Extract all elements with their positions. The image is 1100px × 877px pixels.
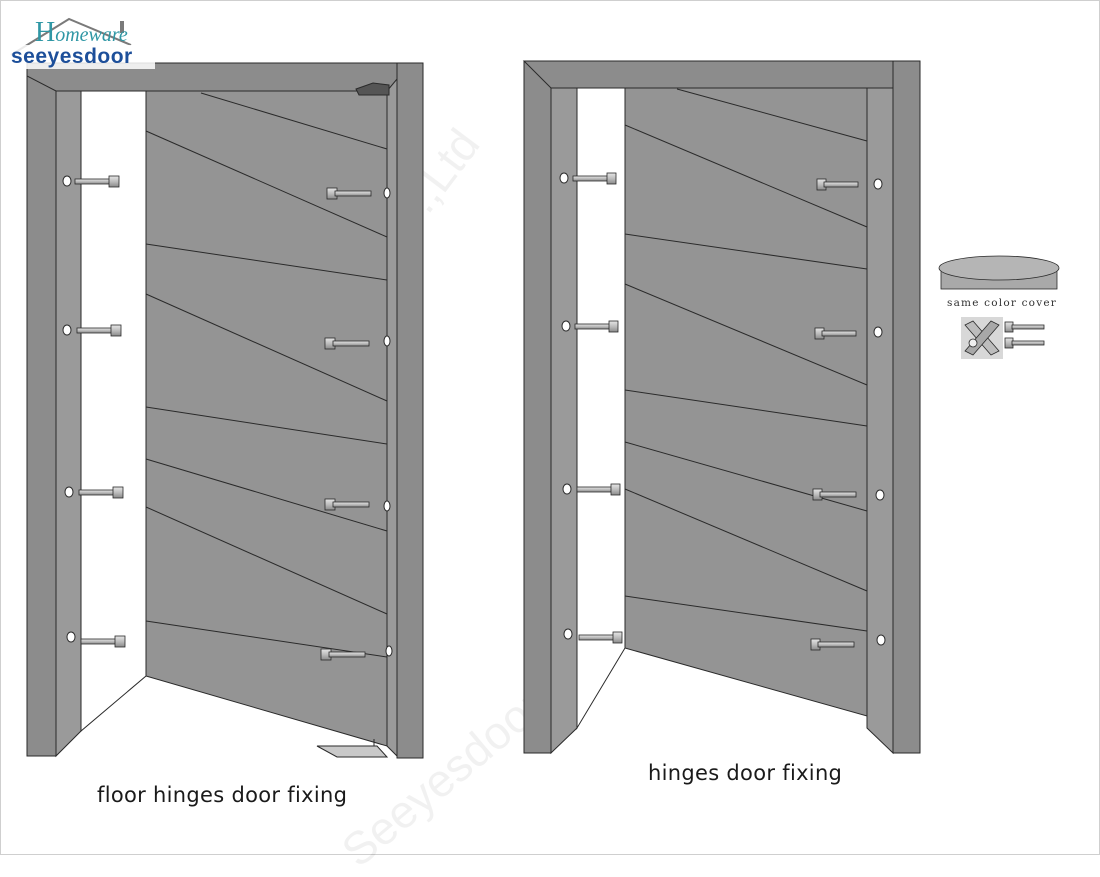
screw-hole xyxy=(876,634,886,646)
caption-hinges: hinges door fixing xyxy=(648,761,843,785)
door-leaf xyxy=(624,87,868,717)
left-jamb-front xyxy=(523,60,552,754)
frame-head xyxy=(522,60,921,89)
anchor-bolt xyxy=(578,631,623,644)
screw-hole xyxy=(383,500,391,512)
floor-hinge-plate xyxy=(316,745,389,758)
screw-hole xyxy=(873,178,883,190)
screw-hole xyxy=(873,326,883,338)
screw-hole xyxy=(562,483,572,495)
anchor-bolt xyxy=(576,483,621,496)
right-jamb-front xyxy=(892,60,921,754)
door-leaf xyxy=(145,90,388,747)
anchor-bolt xyxy=(810,638,855,651)
screw-hole xyxy=(383,187,391,199)
left-door-assembly xyxy=(26,62,424,759)
cover-cap-top xyxy=(938,255,1060,281)
door-fixing-diagram xyxy=(26,60,1060,759)
logo-wordmark-bottom: seeyesdoor xyxy=(11,45,133,68)
screw-hole xyxy=(62,324,72,336)
spare-bolt xyxy=(1004,321,1045,349)
anchor-bolt xyxy=(816,178,859,191)
logo-wordmark-top: Homeware xyxy=(35,17,128,49)
anchor-bolt xyxy=(814,327,857,340)
screw-hole xyxy=(561,320,571,332)
screw-hole xyxy=(385,645,393,657)
right-jamb-front xyxy=(396,62,424,759)
screw-hole xyxy=(383,335,391,347)
anchor-bolt xyxy=(76,324,122,337)
screw-hole xyxy=(875,489,885,501)
logo-word: omeware xyxy=(55,24,128,46)
anchor-bolt xyxy=(324,337,370,350)
top-pivot-hinge xyxy=(355,82,390,96)
door-grooves xyxy=(624,88,868,632)
left-jamb-front xyxy=(26,75,57,757)
cover-label: same color cover xyxy=(947,297,1057,309)
anchor-bolt xyxy=(324,498,370,511)
brand-logo: Homeware seeyesdoor xyxy=(7,15,155,71)
screw-hole xyxy=(559,172,569,184)
screw-hole xyxy=(62,175,72,187)
anchor-bolt xyxy=(74,175,120,188)
anchor-bolt xyxy=(572,172,617,185)
right-door-assembly xyxy=(522,60,921,755)
anchor-bolt xyxy=(812,488,857,501)
anchor-bolt xyxy=(78,486,124,499)
screw-hole xyxy=(64,486,74,498)
anchor-bolt xyxy=(326,187,372,200)
caption-floor-hinges: floor hinges door fixing xyxy=(97,783,348,807)
cover-accessory xyxy=(938,255,1060,359)
logo-initial: H xyxy=(35,17,56,48)
screw-hole xyxy=(66,631,76,643)
left-jamb-side xyxy=(550,87,578,755)
anchor-bolt xyxy=(80,635,126,648)
door-grooves xyxy=(145,92,388,658)
anchor-bolt xyxy=(574,320,619,333)
house-roof-icon xyxy=(7,17,155,69)
anchor-bolt xyxy=(320,648,366,661)
bolt-parts-icon xyxy=(961,317,1003,359)
screw-hole xyxy=(563,628,573,640)
